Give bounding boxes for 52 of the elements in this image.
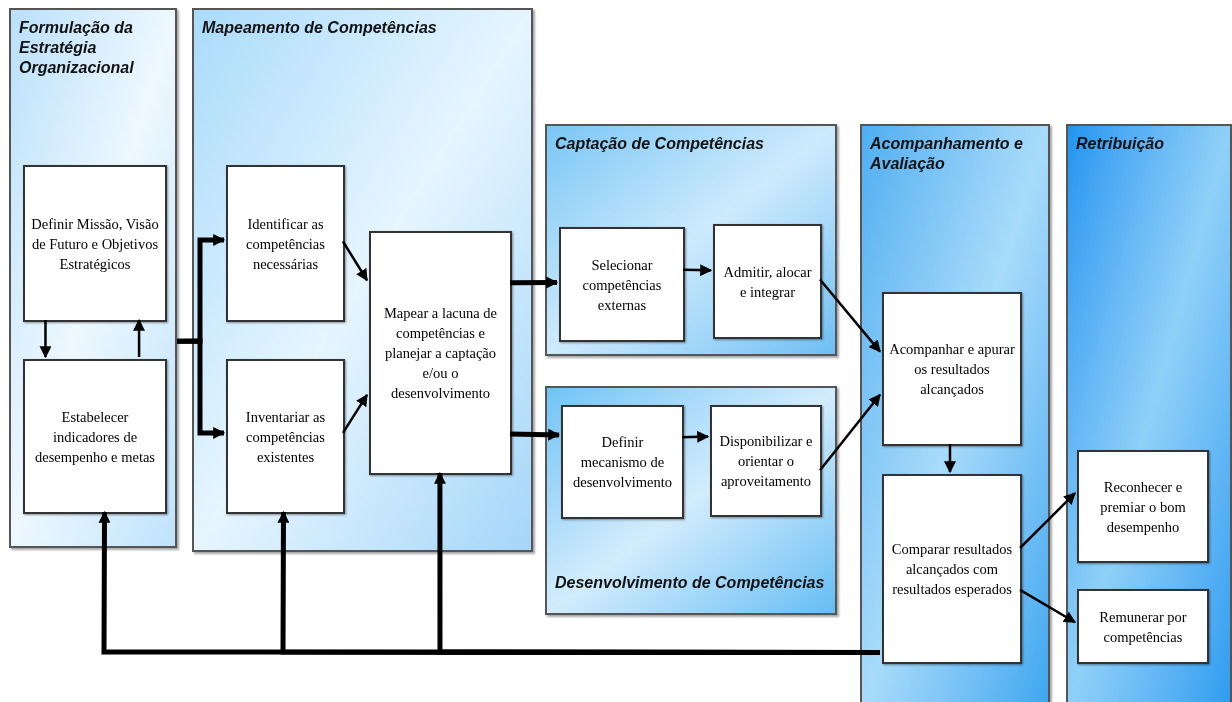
process-box [1077,589,1209,664]
stage-panel [860,124,1050,702]
arrow [341,393,369,434]
box-text: Disponibilizar e orientar o aproveitamento [718,432,814,491]
box-text: Comparar resultados alcançados com resultados esperados [890,540,1014,599]
panel-title: Acompanhamento e Avaliação [870,134,1024,174]
process-box [710,405,822,517]
process-box [23,359,167,514]
stage-panel [192,8,533,552]
process-box [23,165,167,322]
box-text: Remunerar por competências [1098,607,1188,647]
process-box [226,165,345,322]
panel-title: Formulação da Estratégia Organizacional [19,18,135,78]
arrow [39,320,52,359]
panel-title: Retribuição [1076,134,1165,154]
arrow [819,393,881,471]
arrow [341,240,369,282]
process-box [713,224,822,339]
process-box [559,227,685,342]
process-box [369,231,512,475]
panel-title: Mapeamento de Competências [202,18,438,38]
arrow [682,264,713,277]
process-box [561,405,684,519]
box-text: Acompanhar e apurar os resultados alcançados [888,340,1016,399]
box-text: Definir mecanismo de desenvolvimento [571,433,674,492]
box-text: Mapear a lacuna de competências e planejar a captação e/ou o desenvolvimento [382,304,499,403]
box-text: Inventariar as competências existentes [244,407,327,467]
panel-title: Desenvolvimento de Competências [555,573,826,593]
panel-title: Captação de Competências [555,134,765,154]
arrow [944,444,956,474]
stage-panel [545,386,837,615]
stage-panel [545,124,837,356]
box-text: Admitir, alocar e integrar [722,262,813,302]
process-box [882,474,1022,664]
box-text: Selecionar competências externas [581,255,663,315]
arrow [681,430,710,443]
process-box [226,359,345,514]
arrow [509,428,561,441]
arrow [177,338,226,439]
process-box [1077,450,1209,563]
box-text: Definir Missão, Visão de Futuro e Objetivos Estratégicos [30,214,160,274]
arrow [1019,492,1076,549]
arrow [1019,588,1077,624]
arrow [133,318,146,357]
process-box [882,292,1022,446]
box-text: Estabelecer indicadores de desempenho e metas [34,407,156,467]
arrow [510,276,559,289]
arrow [819,278,881,353]
box-text: Reconhecer e premiar o bom desempenho [1099,477,1187,537]
stage-panel [9,8,177,548]
stage-panel [1066,124,1232,702]
box-text: Identificar as competências necessárias [245,214,326,274]
